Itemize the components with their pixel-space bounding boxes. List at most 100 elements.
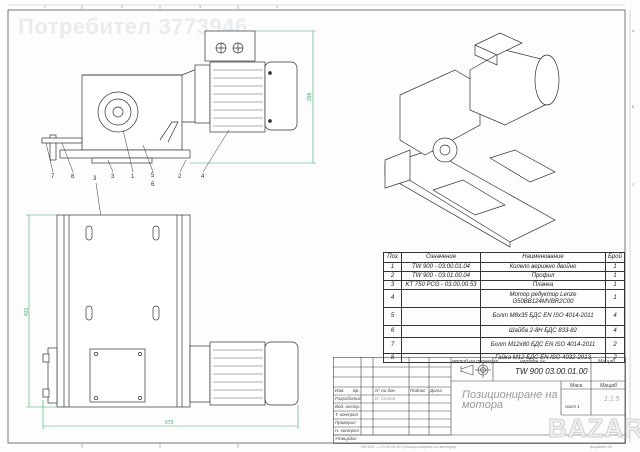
flange [194, 64, 211, 124]
scale-value: 1:1.5 [604, 396, 620, 403]
zone-col-4: 4 [276, 5, 278, 9]
sign-header-date: Дата [430, 388, 442, 393]
title-block-grid [333, 357, 626, 444]
slot [85, 225, 93, 241]
scale-label: Мащаб [600, 383, 617, 389]
role-developer: Разработил [335, 396, 362, 401]
callout-5: 5 [151, 173, 155, 179]
table-header: Поз Означение Наименование Брой [383, 252, 625, 263]
qty: 1 [605, 262, 625, 272]
fan-cover-plan [264, 341, 299, 406]
iso-rail [489, 149, 556, 183]
sign-header-count: Бр. [353, 388, 360, 393]
col-name: Наименование [480, 252, 606, 263]
iso-gearbox [399, 69, 481, 156]
pos: 7 [383, 337, 402, 354]
bazar-logo: BAZAR [548, 413, 640, 443]
code: KT 750 PCG - 03.00.00.53 [401, 280, 481, 290]
zone-row-c: C [632, 183, 635, 187]
terminal-box [204, 30, 256, 62]
length-dimension-label: 431 [24, 307, 30, 316]
zone-col-1: 1 [44, 5, 46, 9]
iso-fan-cover [534, 54, 560, 106]
role-lead: Вод. инстр. [335, 404, 361, 409]
role-approved: Утвърдил [335, 436, 357, 441]
pos: 6 [383, 325, 402, 338]
length-dimension [26, 214, 57, 408]
code [401, 289, 481, 308]
slot [85, 305, 93, 321]
projection-cone-icon [460, 364, 474, 376]
sheet-border [7, 9, 626, 444]
zone-row-a: A [632, 29, 635, 33]
footer-right: формат А3 [590, 444, 613, 449]
name: Профил [480, 271, 606, 281]
qty: 1 [605, 280, 625, 290]
drawing-number-label: чертеж № [520, 359, 546, 365]
designer-name: И. Стоев [375, 396, 396, 401]
footer-left: TW 900 — 03.00.01.00 (Позициониране на м… [360, 444, 456, 449]
qty: 1 [605, 289, 625, 308]
sign-header-signature: Подпис [410, 388, 426, 393]
adjust-bracket [47, 347, 58, 404]
qty: 2 [605, 337, 625, 354]
sheet-label: лист 1 [565, 404, 580, 409]
drawing-number: TW 900 03.00.01.00 [515, 367, 588, 376]
width-dimension [42, 400, 299, 429]
height-dimension-label: 298 [307, 92, 313, 101]
projection-label: метод на проекция [452, 359, 498, 365]
callout-2: 2 [178, 174, 182, 180]
isometric-view [384, 32, 560, 248]
callout-3: 3 [111, 174, 115, 180]
mass-label: Маса [570, 383, 583, 389]
pos: 1 [383, 262, 402, 272]
callout-3-plan: 3 [93, 176, 97, 182]
sign-header-doc: N° на док. [375, 388, 396, 393]
qty: 1 [605, 271, 625, 281]
drawing-title: Позициониране на мотора [462, 389, 558, 411]
callout-1: 1 [131, 174, 135, 180]
qty: 4 [605, 325, 625, 338]
col-code: Означение [401, 252, 481, 263]
mounting-plate [89, 348, 146, 403]
callout-8: 8 [71, 174, 75, 180]
iso-rail [432, 179, 506, 216]
name: Болт M12x80 БДС EN ISO 4014-2011 [480, 337, 606, 354]
name: Колело верижно двойно [480, 262, 606, 272]
col-pos: Поз [383, 252, 402, 263]
qty: 4 [605, 307, 625, 326]
motor-body [209, 61, 266, 133]
base-profile [59, 149, 191, 159]
width-dimension-label: 573 [165, 420, 174, 426]
zone-row-b: B [632, 105, 635, 109]
sign-header-change: Изм. [335, 388, 345, 393]
code [401, 337, 481, 354]
motor-fan-cover [264, 61, 298, 131]
pos: 4 [383, 289, 402, 308]
name: Планка [480, 280, 606, 290]
scale-header-top: Мащаб [598, 359, 615, 365]
code: TW 900 - 03.01.00.04 [401, 271, 481, 281]
role-norm-control: Н. контрол [335, 428, 359, 433]
role-checked: Проверил [335, 420, 356, 425]
code [401, 325, 481, 338]
name: Мотор редуктор Lenze G50BB124MVBR2C00 [480, 289, 606, 308]
iso-terminal-box [474, 32, 523, 56]
zone-col-2: 2 [121, 5, 123, 9]
adjust-plate [49, 134, 57, 161]
motor-plan [209, 341, 266, 406]
iso-adjust-plate [384, 149, 411, 189]
zone-col-3: 3 [199, 5, 201, 9]
pos: 5 [383, 307, 402, 326]
role-tech-control: Т. контрол [335, 412, 359, 417]
iso-motor [469, 49, 546, 126]
